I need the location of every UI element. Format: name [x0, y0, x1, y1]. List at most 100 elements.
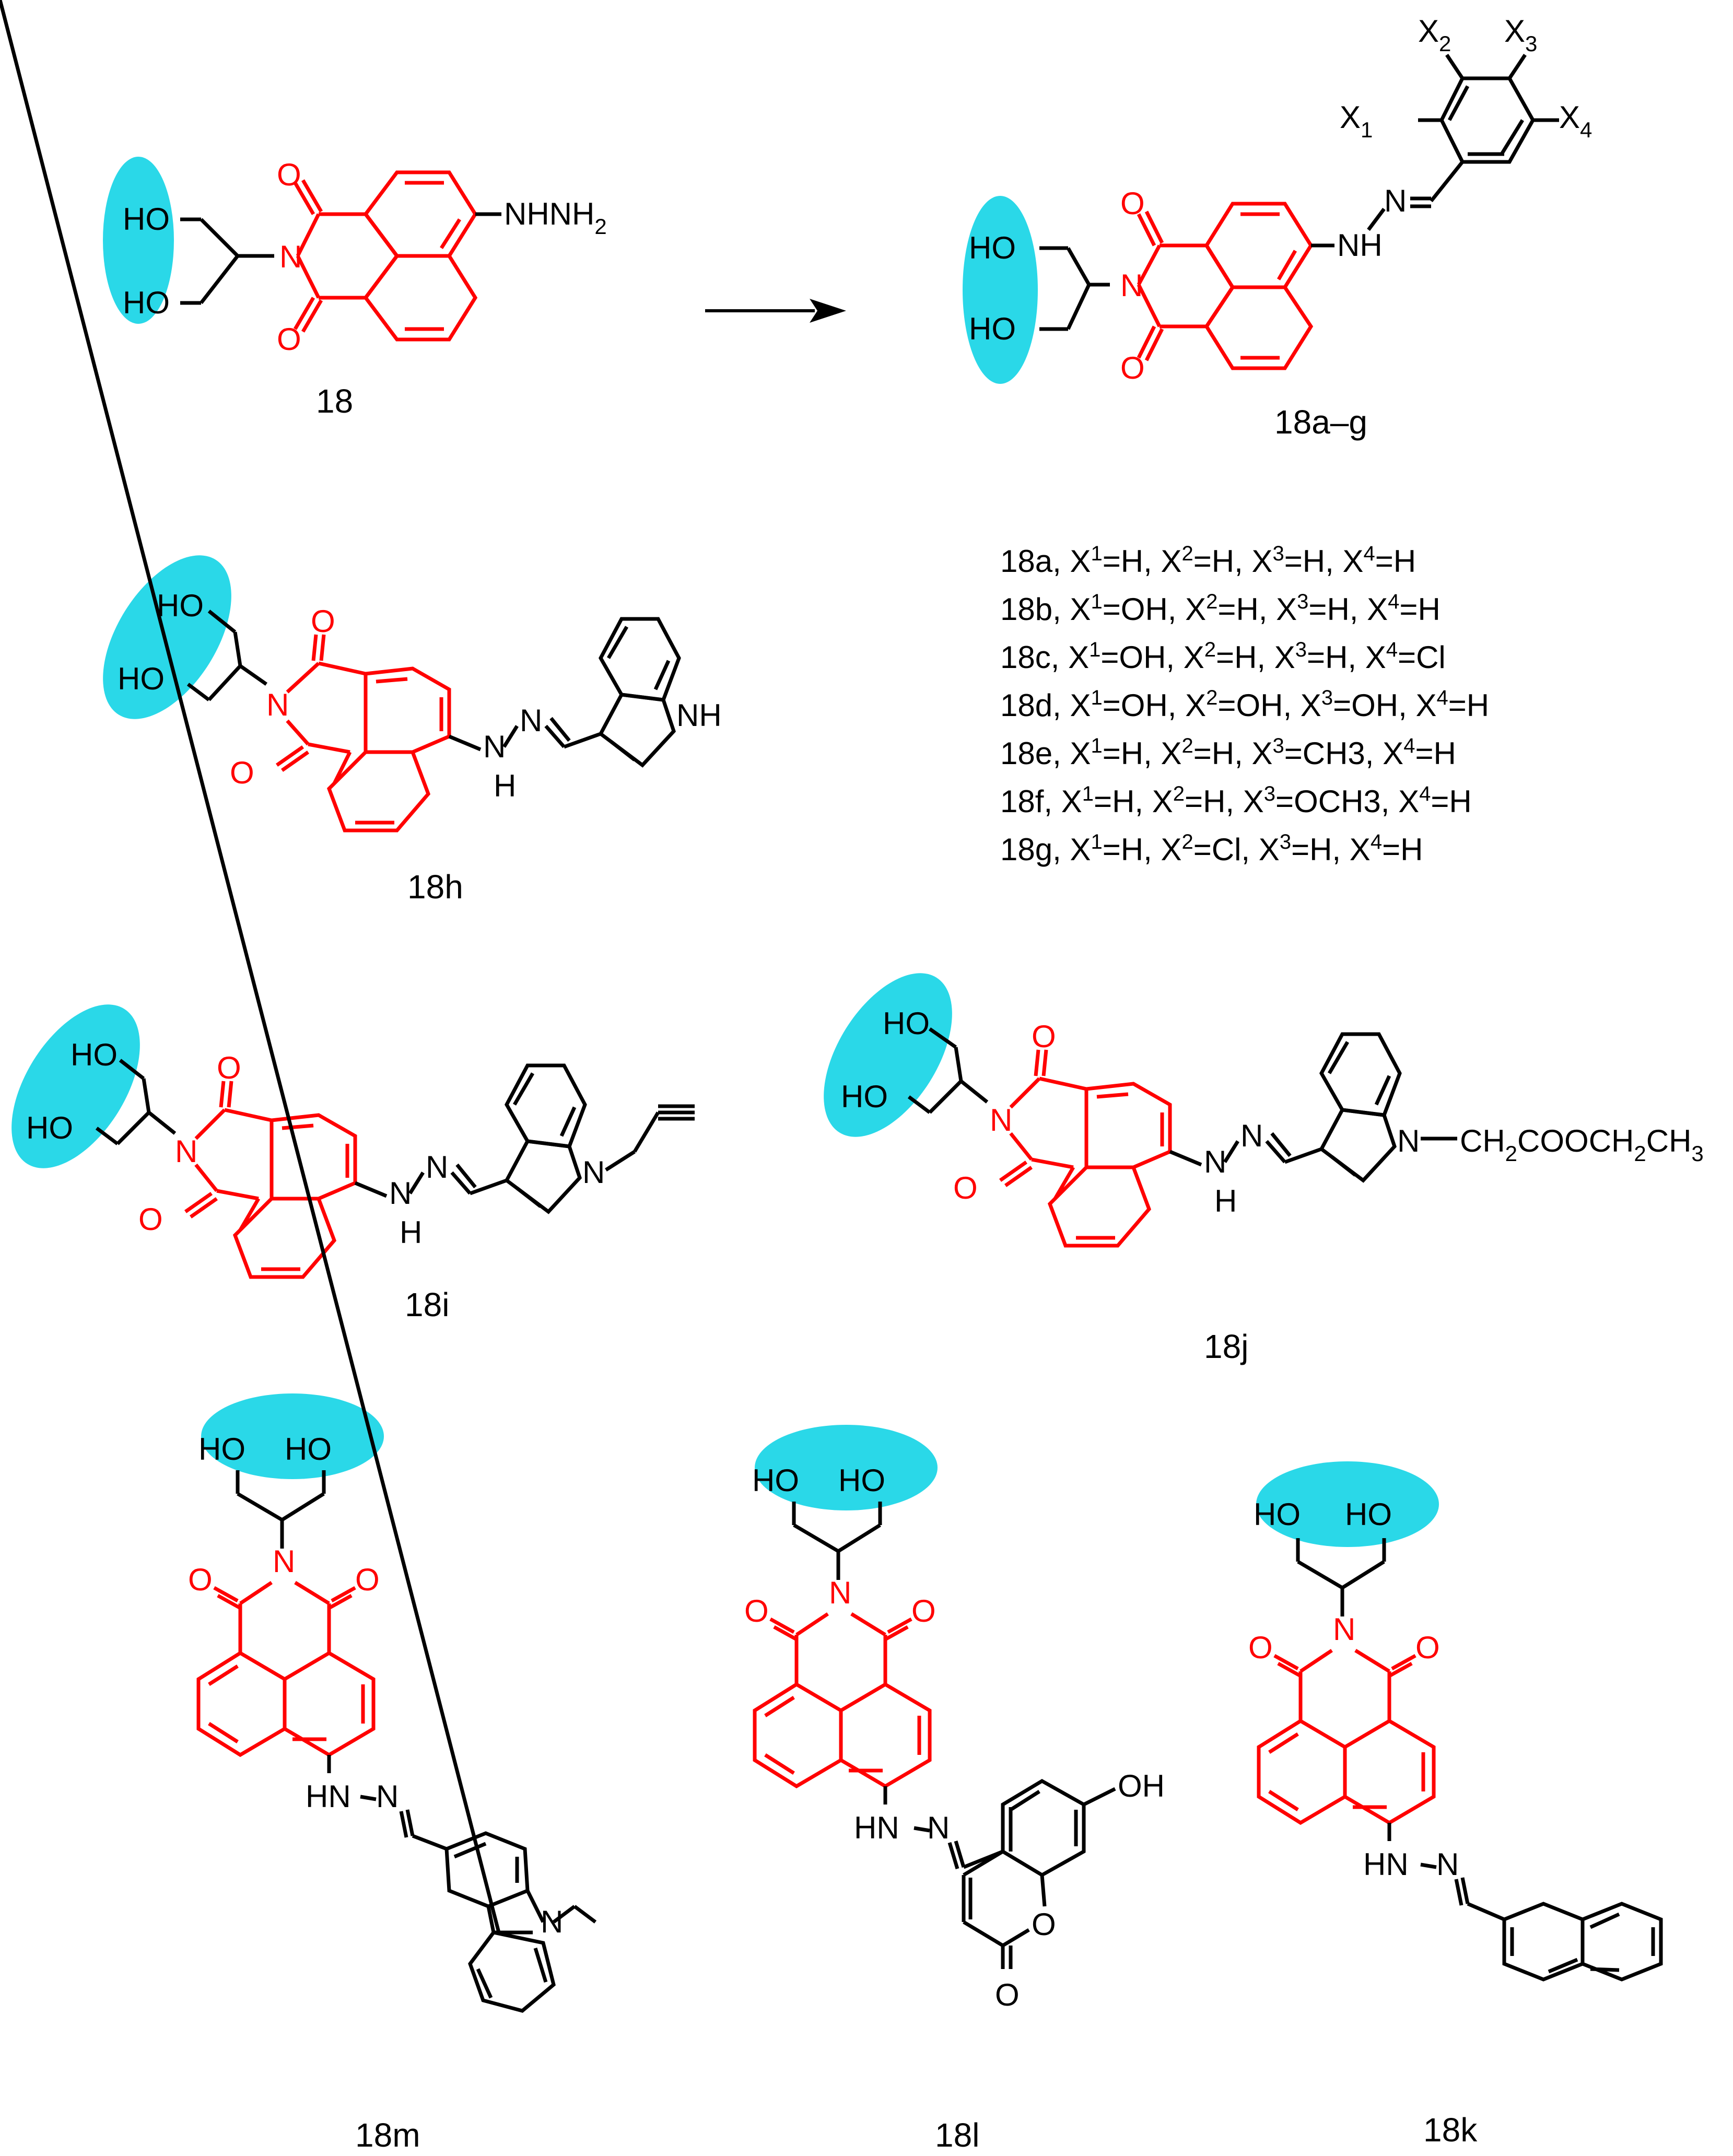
- hydrazone-n-label: N: [389, 1176, 412, 1211]
- carbonyl-o-label: O: [277, 322, 301, 357]
- imide-n-label: N: [829, 1575, 851, 1610]
- ho-label: HO: [118, 661, 165, 696]
- substituent-row-18c: 18c, X1=OH, X2=H, X3=H, X4=Cl: [1000, 638, 1446, 675]
- naphthalimide-core: [293, 170, 478, 342]
- lactone-o-label: O: [995, 1977, 1020, 2012]
- imide-n-label: N: [1120, 268, 1143, 303]
- carbonyl-o-label: O: [1032, 1019, 1056, 1054]
- diol-highlight: [963, 196, 1038, 384]
- naphthalimide-core: [275, 634, 451, 833]
- imide-n-label: N: [279, 239, 302, 274]
- carbonyl-o-label: O: [277, 157, 301, 192]
- carbonyl-o-label: O: [311, 604, 335, 639]
- diol-highlight: [11, 1004, 140, 1168]
- imide-n-label: N: [175, 1134, 197, 1169]
- compound-18h: HO HO N O O: [103, 555, 722, 906]
- hydrazone-n-label: N: [483, 729, 506, 764]
- compound-label-18k: 18k: [1423, 2111, 1478, 2149]
- reaction-arrow: [705, 299, 846, 323]
- ho-label: HO: [1254, 1497, 1301, 1532]
- substituent-row-18f: 18f, X1=H, X2=H, X3=OCH3, X4=H: [1000, 782, 1472, 819]
- hydrazine-label: NHNH2: [504, 196, 607, 239]
- diol-highlight: [1256, 1461, 1439, 1547]
- compound-18j: HO HO N O O: [824, 973, 1704, 1365]
- ho-label: HO: [71, 1037, 118, 1072]
- compound-18m: HO HO N O O: [0, 0, 597, 2154]
- hydrazone-hn-label: HN: [1363, 1847, 1409, 1882]
- ho-label: HO: [752, 1463, 799, 1498]
- compound-label-18l: 18l: [935, 2116, 979, 2154]
- h-label: H: [400, 1215, 422, 1250]
- hydrazone-ester-indole: [1169, 1032, 1457, 1183]
- compound-label-18j: 18j: [1204, 1328, 1248, 1365]
- oh-label: OH: [1118, 1768, 1165, 1803]
- carbonyl-o-label: O: [230, 755, 254, 790]
- x4-label: X4: [1559, 100, 1592, 142]
- compound-label-18h: 18h: [407, 868, 463, 906]
- naphthalimide-core: [753, 1612, 932, 1789]
- imide-n-label: N: [990, 1103, 1012, 1138]
- carbonyl-o-label: O: [744, 1593, 769, 1628]
- indole-nh-label: NH: [676, 698, 722, 733]
- hydrazone-coumarin: [883, 1778, 1116, 1969]
- carbonyl-o-label: O: [1120, 350, 1145, 385]
- hydrazone-hn-label: HN: [854, 1810, 899, 1845]
- indole-n-label: N: [582, 1155, 605, 1190]
- compound-18: HO HO N O O NHNH2 18: [103, 157, 607, 420]
- carbonyl-o-label: O: [138, 1202, 163, 1237]
- naphthalimide-core: [1257, 1649, 1436, 1825]
- hydrazone-carbazole: [0, 0, 597, 2013]
- ho-label: HO: [157, 588, 204, 623]
- azo-n-label: N: [426, 1150, 448, 1185]
- imide-n-label: N: [1333, 1612, 1355, 1647]
- hydrazone-propargyl-indole: [354, 1063, 695, 1214]
- substituent-row-18b: 18b, X1=OH, X2=H, X3=H, X4=H: [1000, 590, 1441, 627]
- naphthalimide-core: [1137, 202, 1314, 370]
- substituent-row-18g: 18g, X1=H, X2=Cl, X3=H, X4=H: [1000, 830, 1423, 867]
- azo-n-label: N: [1436, 1847, 1459, 1882]
- naphthalimide-core: [196, 1581, 376, 1757]
- ho-label: HO: [883, 1006, 930, 1041]
- compound-18a-g: HO HO N O O: [963, 14, 1592, 441]
- diol-highlight: [103, 555, 231, 719]
- azo-n-label: N: [1384, 183, 1407, 218]
- x1-label: X1: [1340, 100, 1373, 142]
- carbonyl-o-label: O: [188, 1562, 213, 1597]
- carbonyl-o-label: O: [355, 1562, 380, 1597]
- compound-label-18m: 18m: [355, 2116, 420, 2154]
- naphthalimide-core: [999, 1049, 1172, 1248]
- h-label: H: [1214, 1184, 1237, 1218]
- diol-highlight: [824, 973, 952, 1137]
- diol-arm: [180, 217, 274, 305]
- substituent-row-18a: 18a, X1=H, X2=H, X3=H, X4=H: [1000, 542, 1416, 579]
- ho-label: HO: [26, 1110, 73, 1145]
- diol-highlight: [755, 1425, 938, 1510]
- compound-label-18: 18: [316, 382, 353, 420]
- azo-n-label: N: [927, 1810, 950, 1845]
- compound-18k: HO HO N O O: [1248, 1461, 1663, 2149]
- compound-18i: HO HO N O O: [11, 1004, 695, 1323]
- nh-label: NH: [1337, 228, 1383, 263]
- substituent-table: 18a, X1=H, X2=H, X3=H, X4=H 18b, X1=OH, X…: [1000, 542, 1489, 867]
- compound-label-18i: 18i: [405, 1286, 449, 1323]
- azo-n-label: N: [376, 1779, 399, 1814]
- hydrazone-aryl: [1311, 54, 1559, 248]
- imide-n-label: N: [273, 1544, 295, 1579]
- ho-label: HO: [285, 1432, 332, 1467]
- indole-n-label: N: [1397, 1123, 1420, 1158]
- ho-label: HO: [198, 1432, 245, 1467]
- naphthalimide-core: [184, 1081, 357, 1279]
- ring-o-label: O: [1032, 1907, 1056, 1942]
- x2-label: X2: [1418, 14, 1451, 56]
- hydrazone-naphthyl: [1387, 1823, 1663, 1982]
- substituent-row-18d: 18d, X1=OH, X2=OH, X3=OH, X4=H: [1000, 686, 1489, 723]
- ho-label: HO: [838, 1463, 885, 1498]
- imide-n-label: N: [266, 687, 289, 722]
- ho-label: HO: [969, 311, 1016, 346]
- h-label: H: [494, 768, 516, 803]
- carbonyl-o-label: O: [953, 1170, 978, 1205]
- azo-n-label: N: [1240, 1118, 1263, 1153]
- ho-label: HO: [969, 230, 1016, 265]
- carbonyl-o-label: O: [911, 1593, 936, 1628]
- x3-label: X3: [1504, 14, 1537, 56]
